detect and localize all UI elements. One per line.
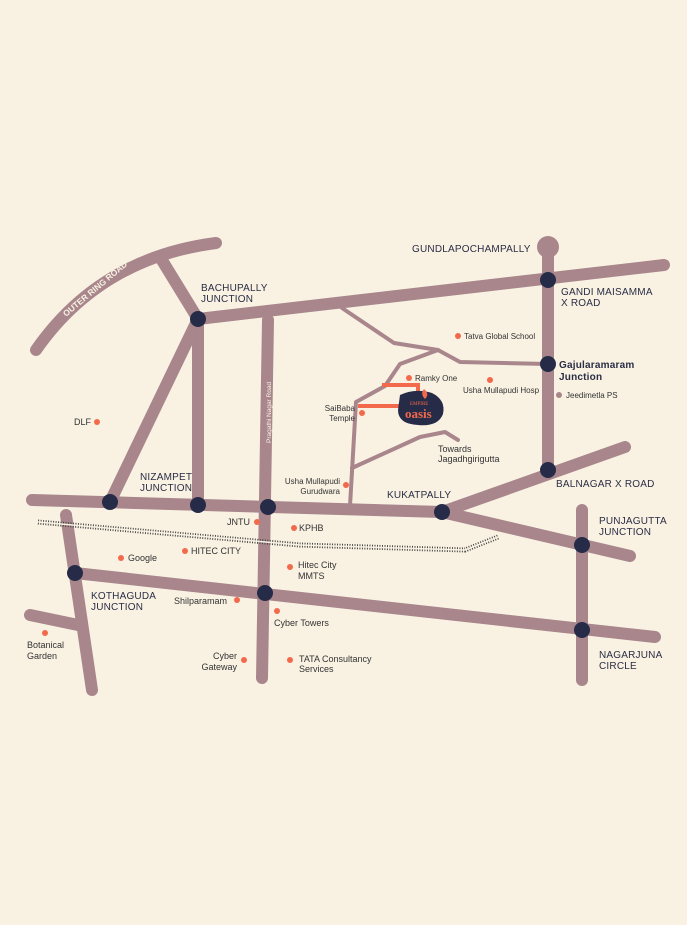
poi-ramky: Ramky One xyxy=(415,374,458,383)
outer-ring-road-label: OUTER RING ROAD xyxy=(61,259,129,319)
pragathi-nagar-road-label: Pragathi Nagar Road xyxy=(266,382,273,443)
poi-tatva: Tatva Global School xyxy=(464,332,536,341)
label-punjagutta-1: PUNJAGUTTA xyxy=(599,516,667,527)
poi-tcs-2: Services xyxy=(299,664,334,674)
junction-marker xyxy=(67,565,83,581)
poi-shilparamam: Shilparamam xyxy=(174,596,228,606)
poi-dot xyxy=(455,333,461,339)
poi-towards-2: Jagadhgirigutta xyxy=(438,454,500,464)
junction-marker xyxy=(540,356,556,372)
poi-saibaba-1: SaiBaba xyxy=(324,404,355,413)
poi-saibaba-2: Temple xyxy=(329,414,355,423)
label-kukatpally: KUKATPALLY xyxy=(387,490,452,501)
poi-dot xyxy=(254,519,260,525)
poi-mmts-2: MMTS xyxy=(298,571,325,581)
empire-oasis-logo xyxy=(398,389,444,426)
poi-dot xyxy=(343,482,349,488)
label-nizampet-1: NIZAMPET xyxy=(140,472,193,483)
label-nagarjuna-1: NAGARJUNA xyxy=(599,650,663,661)
poi-dot xyxy=(291,525,297,531)
poi-google: Google xyxy=(128,553,158,563)
road-end xyxy=(537,236,559,258)
label-kothaguda-1: KOTHAGUDA xyxy=(91,591,157,602)
junction-marker xyxy=(540,462,556,478)
label-nizampet-2: JUNCTION xyxy=(140,483,193,494)
road xyxy=(104,313,204,508)
road xyxy=(436,441,631,518)
poi-dot xyxy=(42,630,48,636)
label-gajularamaram-2: Junction xyxy=(559,372,603,383)
junction-marker xyxy=(434,504,450,520)
poi-dot xyxy=(359,410,365,416)
road xyxy=(192,259,670,325)
poi-dot xyxy=(274,608,280,614)
label-kothaguda-2: JUNCTION xyxy=(91,602,144,613)
poi-dot xyxy=(182,548,188,554)
poi-dot xyxy=(487,377,493,383)
poi-cyber-towers: Cyber Towers xyxy=(274,618,329,628)
poi-botanical-2: Garden xyxy=(27,651,58,661)
junction-marker xyxy=(190,497,206,513)
label-gundlapochampally: GUNDLAPOCHAMPALLY xyxy=(412,244,531,255)
label-gandi-1: GANDI MAISAMMA xyxy=(561,287,653,298)
label-bachupally-1: BACHUPALLY xyxy=(201,283,268,294)
poi-dot xyxy=(234,597,240,603)
poi-jeedimetla: Jeedimetla PS xyxy=(566,391,618,400)
poi-dot xyxy=(287,657,293,663)
logo-name: oasis xyxy=(405,406,432,421)
outer-ring-road xyxy=(30,237,222,356)
poi-botanical-1: Botanical xyxy=(27,640,65,650)
label-gajularamaram-1: Gajularamaram xyxy=(559,360,635,371)
poi-towards-1: Towards xyxy=(438,444,472,454)
label-balnagar: BALNAGAR X ROAD xyxy=(556,479,655,490)
junction-marker xyxy=(540,272,556,288)
road xyxy=(436,506,636,562)
poi-cyber-gateway-1: Cyber xyxy=(212,651,237,661)
poi-jntu: JNTU xyxy=(227,517,250,527)
logo-brand: EMPIRE xyxy=(410,402,428,407)
poi-mmts-1: Hitec City xyxy=(298,560,337,570)
pragathi-nagar-road xyxy=(256,314,274,684)
road xyxy=(154,251,204,325)
poi-kphb: KPHB xyxy=(299,523,324,533)
road xyxy=(26,494,448,518)
junction-marker xyxy=(102,494,118,510)
poi-cyber-gateway-2: Gateway xyxy=(201,662,237,672)
junction-marker xyxy=(257,585,273,601)
junction-marker xyxy=(574,622,590,638)
poi-gurudwara-2: Gurudwara xyxy=(300,487,340,496)
poi-tcs-1: TATA Consultancy xyxy=(299,654,372,664)
poi-dot xyxy=(556,392,562,398)
label-gandi-2: X ROAD xyxy=(561,298,601,309)
poi-dot xyxy=(406,375,412,381)
poi-usha-hosp: Usha Mullapudi Hosp xyxy=(463,386,540,395)
poi-dlf: DLF xyxy=(74,417,92,427)
label-punjagutta-2: JUNCTION xyxy=(599,527,652,538)
junction-marker xyxy=(190,311,206,327)
road xyxy=(60,509,98,696)
poi-gurudwara-1: Usha Mullapudi xyxy=(284,477,340,486)
label-nagarjuna-2: CIRCLE xyxy=(599,661,637,672)
road xyxy=(24,609,84,631)
poi-dot xyxy=(118,555,124,561)
poi-dot xyxy=(287,564,293,570)
poi-hitec-city: HITEC CITY xyxy=(191,546,242,556)
label-bachupally-2: JUNCTION xyxy=(201,294,254,305)
junction-marker xyxy=(260,499,276,515)
poi-dot xyxy=(94,419,100,425)
minor-road xyxy=(350,430,460,470)
junction-marker xyxy=(574,537,590,553)
road xyxy=(69,567,661,643)
poi-dot xyxy=(241,657,247,663)
